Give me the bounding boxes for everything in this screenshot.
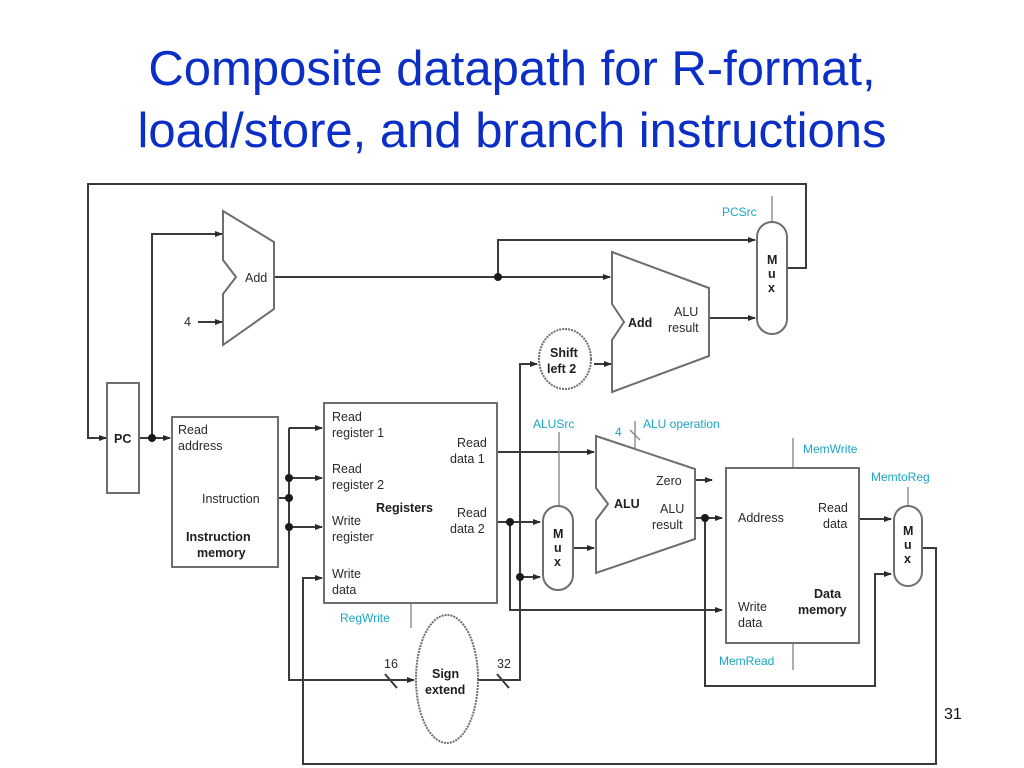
junction-dot (285, 523, 293, 531)
pc-mux-label-m: M (767, 253, 777, 267)
reg-write-data-1: Write (332, 567, 361, 581)
dmem-read-data-2: data (823, 517, 847, 531)
pc-label: PC (114, 432, 131, 446)
wire-instruction-bus (288, 428, 386, 681)
junction-dot (148, 434, 156, 442)
imem-instruction: Instruction (202, 492, 260, 506)
reg-read-reg1-2: register 1 (332, 426, 384, 440)
alu-label: ALU (614, 497, 640, 511)
memwrite-label: MemWrite (803, 442, 858, 456)
memtoreg-mux: M u x MemtoReg (871, 470, 930, 587)
slide-title-line-2: load/store, and branch instructions (137, 104, 887, 158)
dmem-read-data-1: Read (818, 501, 848, 515)
branch-adder-label: Add (628, 316, 652, 330)
wire-write-data-back (302, 547, 937, 765)
reg-read-data2-1: Read (457, 506, 487, 520)
dmem-address: Address (738, 511, 784, 525)
sign-extend-label-2: extend (425, 683, 465, 697)
registers-label: Registers (376, 501, 433, 515)
imem-read-address-2: address (178, 439, 222, 453)
reg-write-data-2: data (332, 583, 356, 597)
wire-pc-mux-to-pc (87, 183, 807, 441)
sign-extend: Sign extend 16 32 (384, 614, 511, 744)
wire-add-to-pcmux (497, 237, 756, 277)
junction-dot (494, 273, 502, 281)
sign-extend-label-1: Sign (432, 667, 459, 681)
sign-extend-output-width: 32 (497, 657, 511, 671)
sign-extend-input-width: 16 (384, 657, 398, 671)
junction-dot (285, 494, 293, 502)
alu-result-1: ALU (660, 502, 684, 516)
reg-write-reg-1: Write (332, 514, 361, 528)
branch-adder-out-2: result (668, 321, 699, 335)
alusrc-mux: M u x ALUSrc (533, 417, 574, 591)
alu: ALU Zero ALU result ALU operation 4 (595, 417, 720, 575)
reg-read-data1-1: Read (457, 436, 487, 450)
wires (87, 183, 937, 765)
alu-zero-label: Zero (656, 474, 682, 488)
regwrite-label: RegWrite (340, 611, 390, 625)
shift-left-2: Shift left 2 (538, 328, 592, 390)
junction-dots (148, 273, 709, 581)
reg-write-reg-2: register (332, 530, 374, 544)
imem-read-address-1: Read (178, 423, 208, 437)
pc-mux: M u x PCSrc (722, 205, 788, 335)
wire-sign-extend-out (477, 361, 538, 681)
memtoreg-mux-label-x: x (904, 552, 911, 566)
wire-read-data2-to-dmem (509, 522, 723, 613)
shift-left-label-2: left 2 (547, 362, 576, 376)
pc-register: PC (106, 382, 140, 494)
ctrl-alu-op-slash (629, 429, 641, 441)
register-file: Read register 1 Read register 2 Write re… (323, 402, 498, 625)
imem-name-2: memory (197, 546, 246, 560)
memread-label: MemRead (719, 654, 774, 668)
reg-read-data2-2: data 2 (450, 522, 485, 536)
dmem-name-1: Data (814, 587, 842, 601)
reg-read-data1-2: data 1 (450, 452, 485, 466)
wire-pc-to-adder (151, 231, 223, 438)
wire-alu-result-bypass (704, 518, 892, 687)
pc-adder-constant: 4 (184, 315, 191, 329)
pc-adder-label: Add (245, 271, 267, 285)
pc-adder: Add 4 (184, 209, 275, 347)
alusrc-mux-label-m: M (553, 527, 563, 541)
branch-adder: Add ALU result (611, 250, 710, 394)
dmem-write-data-2: data (738, 616, 762, 630)
junction-dot (701, 514, 709, 522)
pc-mux-label-x: x (768, 281, 775, 295)
dmem-write-data-1: Write (738, 600, 767, 614)
alusrc-label: ALUSrc (533, 417, 574, 431)
shift-left-label-1: Shift (550, 346, 579, 360)
width-slash-32 (496, 673, 510, 689)
alusrc-mux-label-x: x (554, 555, 561, 569)
memtoreg-mux-label-u: u (904, 538, 912, 552)
alu-operation-label: ALU operation (643, 417, 720, 431)
pc-mux-label-u: u (768, 267, 776, 281)
reg-read-reg1-1: Read (332, 410, 362, 424)
memtoreg-label: MemtoReg (871, 470, 930, 484)
junction-dot (285, 474, 293, 482)
data-memory: Address Read data Write data Data memory… (719, 442, 860, 668)
pcsrc-label: PCSrc (722, 205, 757, 219)
alu-result-2: result (652, 518, 683, 532)
alusrc-mux-label-u: u (554, 541, 562, 555)
width-slash-16 (384, 673, 398, 689)
dmem-name-2: memory (798, 603, 847, 617)
alu-operation-width: 4 (615, 425, 622, 439)
memtoreg-mux-label-m: M (903, 524, 913, 538)
instruction-memory: Read address Instruction Instruction mem… (171, 416, 279, 568)
branch-adder-out-1: ALU (674, 305, 698, 319)
junction-dot (506, 518, 514, 526)
reg-read-reg2-1: Read (332, 462, 362, 476)
reg-read-reg2-2: register 2 (332, 478, 384, 492)
slide-title: Composite datapath for R-format, load/st… (0, 38, 1024, 162)
slide-title-line-1: Composite datapath for R-format, (148, 42, 876, 96)
imem-name-1: Instruction (186, 530, 251, 544)
junction-dot (516, 573, 524, 581)
page-number: 31 (944, 706, 962, 723)
